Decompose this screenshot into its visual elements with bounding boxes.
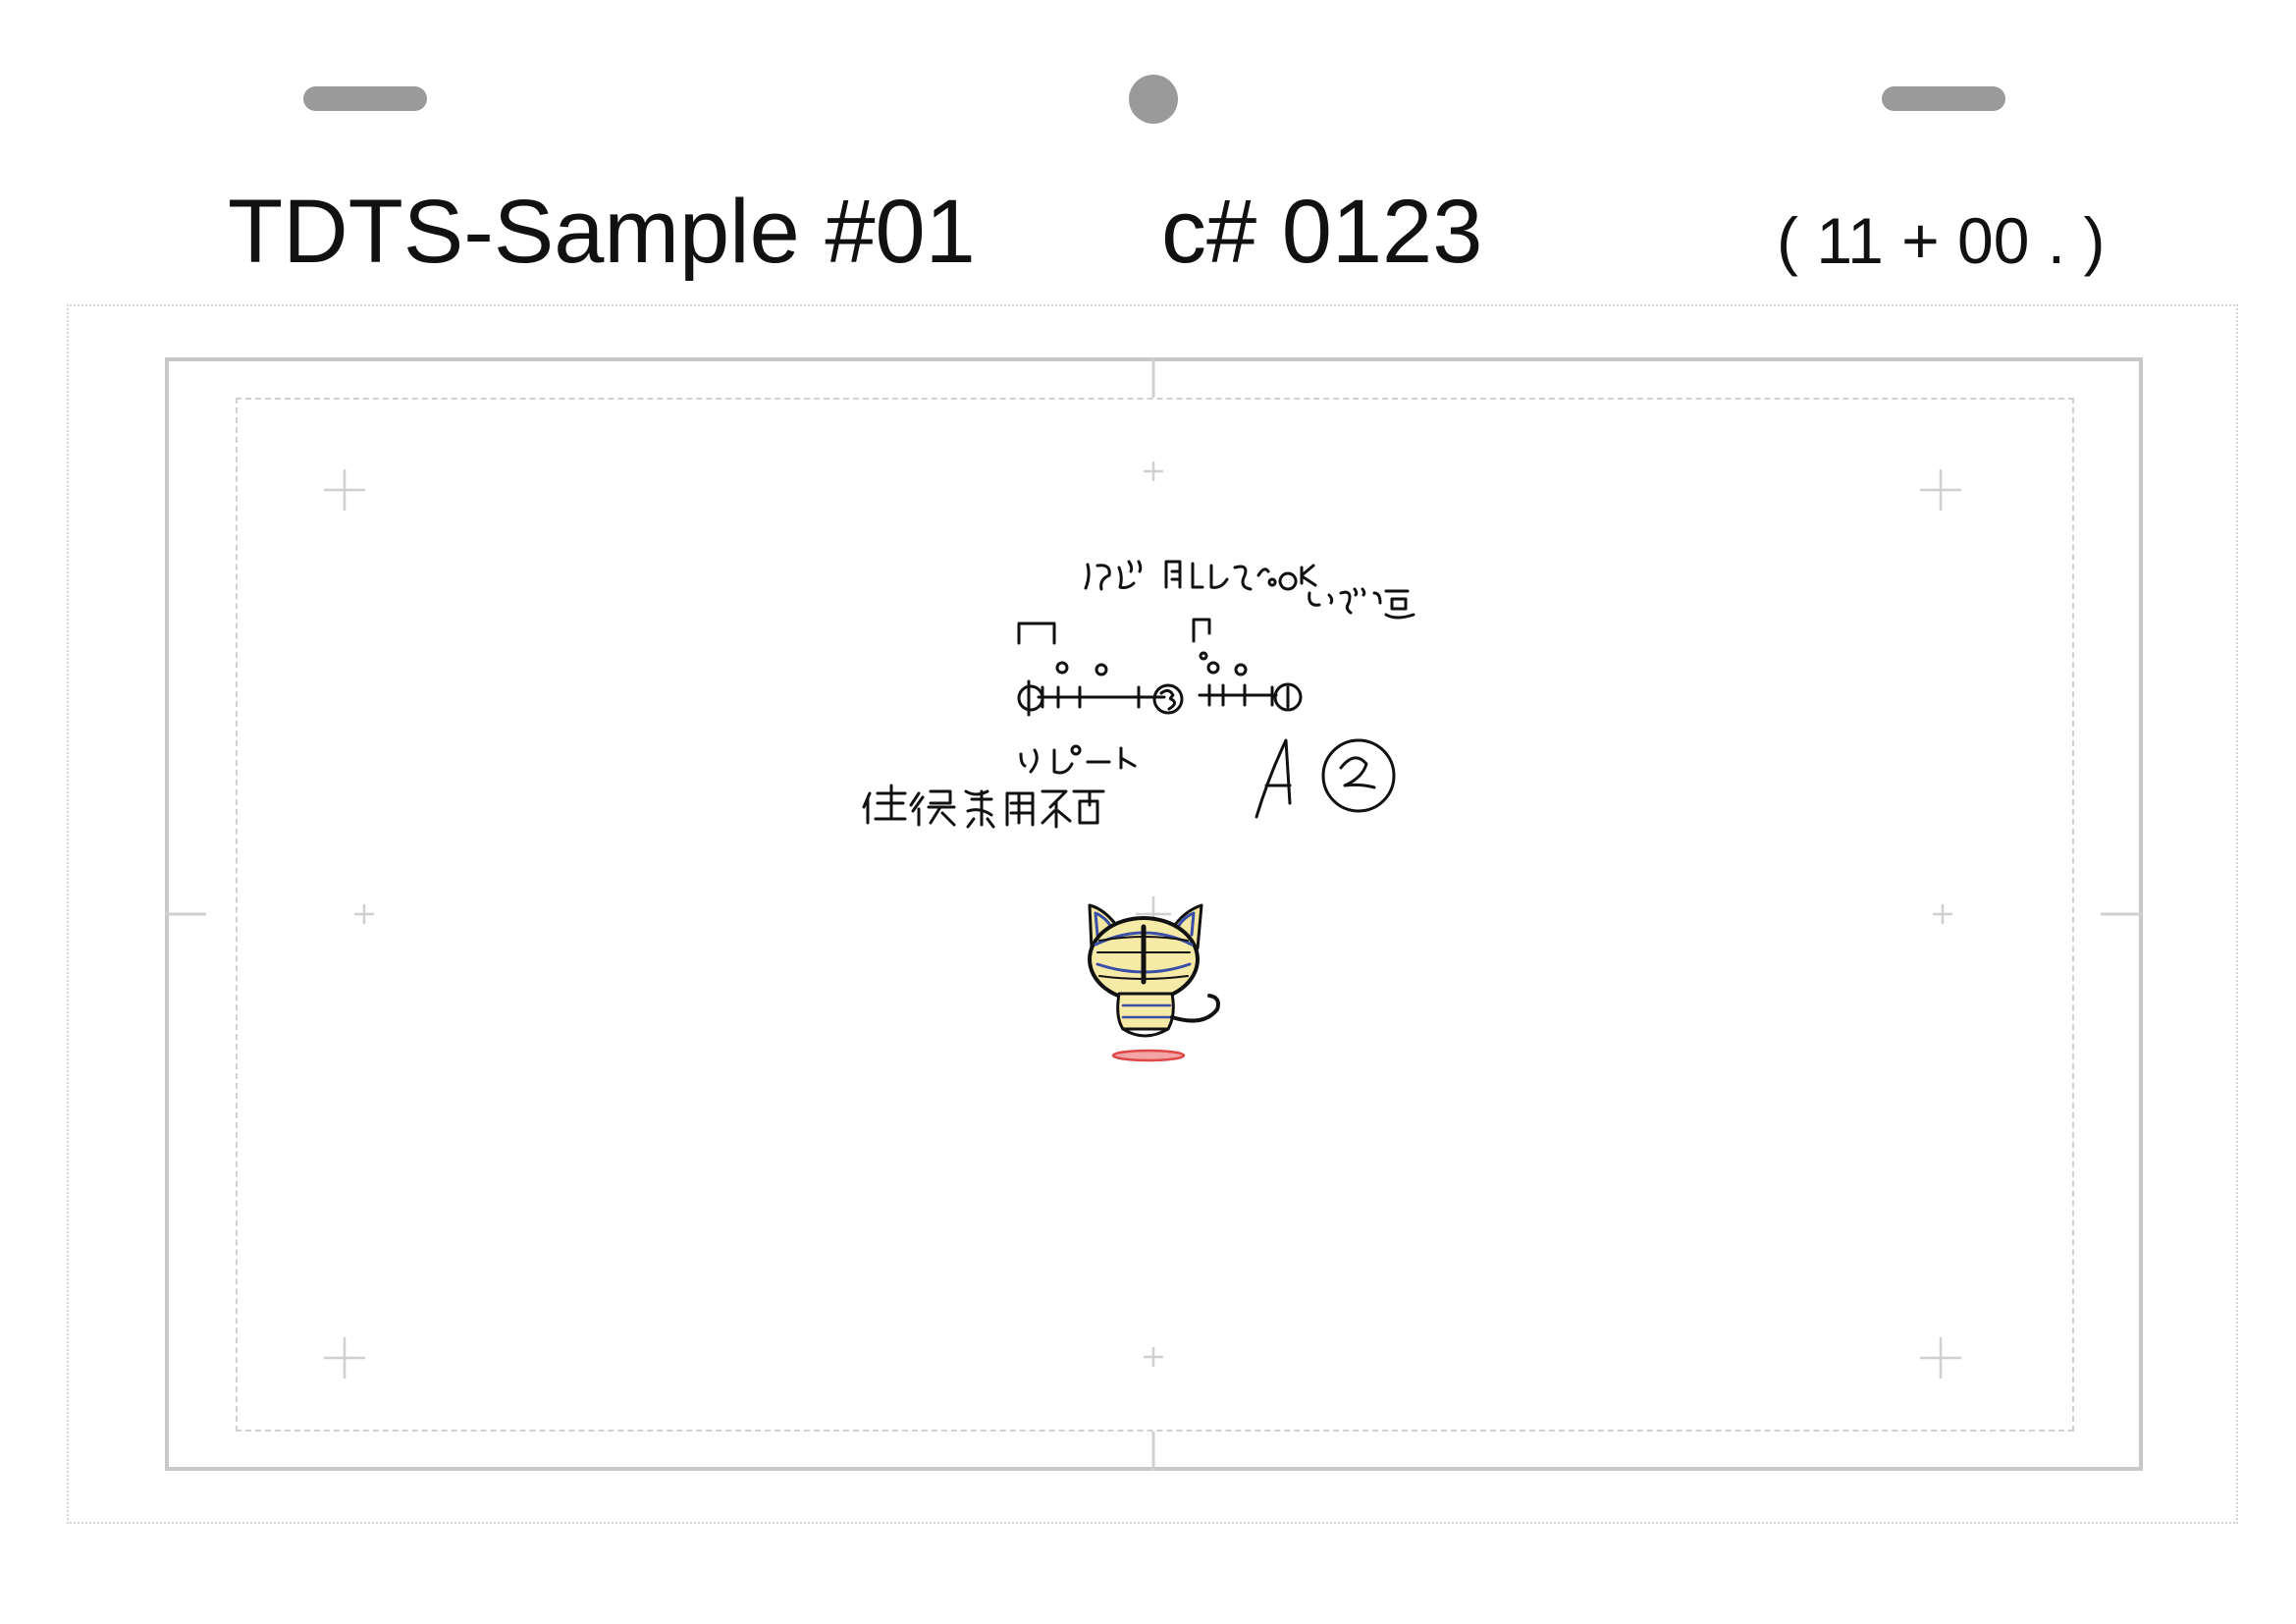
peg-hole-right xyxy=(1882,86,2005,111)
paper-safe-area xyxy=(67,304,2238,1524)
sheet-title: TDTS-Sample #01 xyxy=(228,182,976,282)
peg-hole-center xyxy=(1129,75,1178,124)
cut-duration: ( 11 + 00 . ) xyxy=(1777,204,2106,277)
cut-number: c# 0123 xyxy=(1161,182,1483,282)
peg-hole-left xyxy=(303,86,427,111)
camera-frame-inner xyxy=(236,398,2074,1432)
